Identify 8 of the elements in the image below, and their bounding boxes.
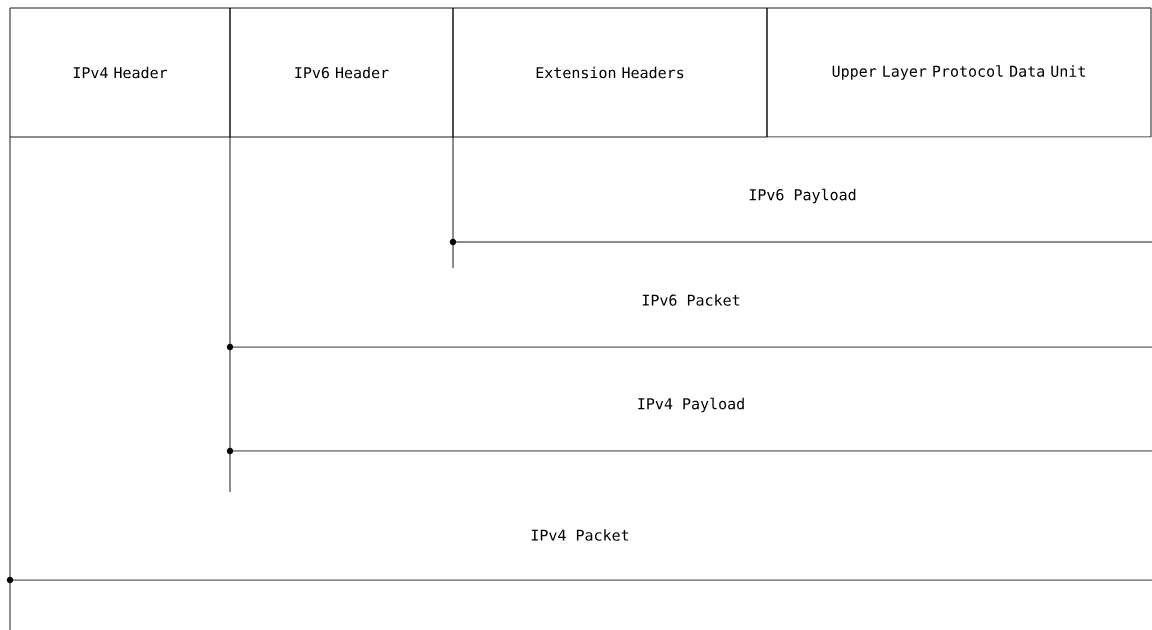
header-cell: IPv4 Header — [9, 7, 231, 138]
span-label: IPv4 Payload — [638, 397, 744, 413]
header-cell: Extension Headers — [452, 7, 768, 138]
header-cell: IPv6 Header — [229, 7, 454, 138]
span-label: IPv6 Payload — [749, 188, 856, 204]
span-label: IPv6 Packet — [642, 294, 740, 306]
span-label: IPv4 Packet — [531, 529, 629, 541]
header-cell: Upper Layer Protocol Data Unit — [766, 7, 1152, 138]
